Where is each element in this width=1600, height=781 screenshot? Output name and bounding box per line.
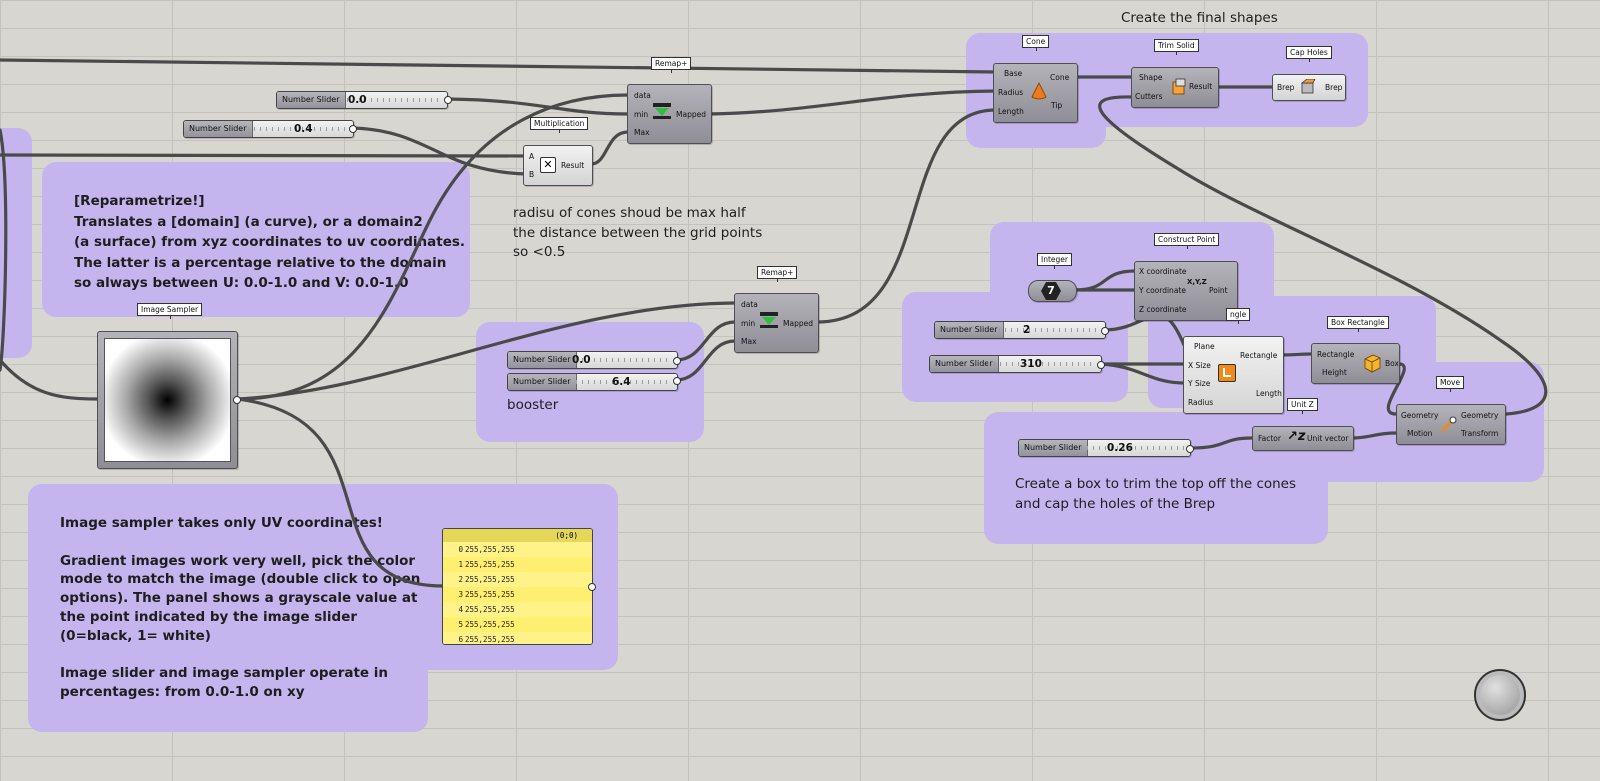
slider-value: 310	[1020, 358, 1042, 370]
radius-note: radisu of cones shoud be max half the di…	[513, 205, 763, 260]
box-rectangle-tag: Box Rectangle	[1327, 316, 1389, 332]
sampler-group-tail	[28, 640, 428, 732]
panel-row-index: 3	[458, 590, 463, 599]
reparametrize-note: [Reparametrize!] Translates a [domain] (…	[74, 193, 466, 291]
image-sampler-component[interactable]	[97, 331, 238, 469]
slider-value: 0.4	[294, 123, 313, 135]
slider-value: 0.26	[1107, 442, 1133, 454]
panel-row-index: 0	[458, 545, 463, 554]
panel-row-value: 255,255,255	[465, 575, 515, 584]
trim-solid-icon	[1172, 78, 1186, 95]
number-slider-factor[interactable]: Number Slider 0.26	[1018, 439, 1191, 457]
box-icon	[1364, 354, 1381, 373]
rectangle-component[interactable]: Plane X Size Y Size Radius Rectangle Len…	[1183, 336, 1284, 414]
panel-row-index: 5	[458, 620, 463, 629]
panel-row-index: 4	[458, 605, 463, 614]
remap2-tag: Remap+	[757, 266, 798, 282]
multiplication-tag: Multiplication	[530, 117, 589, 133]
final-shapes-title: Create the final shapes	[1121, 10, 1278, 26]
number-slider-count[interactable]: Number Slider 2	[934, 321, 1106, 339]
slider-label: Number Slider	[508, 352, 577, 368]
panel-header: (0;0)	[443, 529, 592, 542]
panel-row-value: 255,255,255	[465, 635, 515, 644]
slider-value: 2	[1023, 324, 1031, 336]
remap1-tag: Remap+	[651, 57, 692, 73]
cone-icon	[1031, 82, 1047, 100]
box-note: Create a box to trim the top off the con…	[1015, 476, 1297, 512]
move-tag: Move	[1436, 376, 1465, 392]
slider-label: Number Slider	[277, 92, 346, 108]
slider-value: 0.0	[348, 94, 367, 106]
cap-holes-component[interactable]: Brep Brep	[1272, 74, 1346, 101]
slider-label: Number Slider	[184, 121, 253, 137]
slider-label: Number Slider	[508, 374, 577, 390]
unit-z-component[interactable]: Factor Unit vector ↗z	[1252, 426, 1354, 451]
remap-component-1[interactable]: data min Max Mapped	[627, 84, 712, 144]
cap-holes-icon	[1300, 79, 1316, 94]
number-slider-booster-max[interactable]: Number Slider 6.4	[507, 373, 678, 391]
panel-row-index: 6	[458, 635, 463, 644]
integer-tag: Integer	[1037, 253, 1072, 269]
trim-solid-component[interactable]: Shape Cutters Result	[1131, 67, 1219, 108]
trim-solid-tag: Trim Solid	[1154, 39, 1199, 55]
image-sampler-tag: Image Sampler	[137, 303, 203, 319]
panel-row-value: 255,255,255	[465, 590, 515, 599]
panel-row-value: 255,255,255	[465, 605, 515, 614]
move-icon	[1440, 416, 1457, 433]
multiply-icon: ✕	[540, 157, 556, 173]
rectangle-icon	[1218, 364, 1236, 382]
booster-note: booster	[507, 397, 559, 413]
number-slider-size[interactable]: Number Slider 310	[929, 355, 1102, 373]
panel-row-value: 255,255,255	[465, 560, 515, 569]
panel-row-index: 1	[458, 560, 463, 569]
remap-icon	[760, 312, 778, 328]
integer-component[interactable]: 7	[1028, 280, 1077, 302]
slider-label: Number Slider	[1019, 440, 1088, 456]
number-slider-booster-min[interactable]: Number Slider 0.0	[507, 351, 678, 369]
panel-row-value: 255,255,255	[465, 620, 515, 629]
panel-row-index: 2	[458, 575, 463, 584]
navigation-compass-icon[interactable]	[1474, 669, 1526, 721]
rectangle-tag: ngle	[1226, 308, 1251, 324]
move-component[interactable]: Geometry Motion Geometry Transform	[1396, 404, 1506, 445]
number-slider-2[interactable]: Number Slider 0.4	[183, 120, 354, 138]
edge-group[interactable]	[0, 128, 32, 358]
box-rectangle-component[interactable]: Rectangle Height Box	[1311, 343, 1400, 384]
slider-label: Number Slider	[935, 322, 1004, 338]
image-sampler-note: Image sampler takes only UV coordinates!…	[60, 515, 421, 701]
cone-component[interactable]: Base Radius Length Cone Tip	[993, 63, 1078, 123]
slider-value: 0.0	[572, 354, 591, 366]
construct-point-component[interactable]: X coordinate Y coordinate Z coordinate P…	[1134, 261, 1238, 321]
unit-z-tag: Unit Z	[1287, 398, 1318, 414]
construct-point-tag: Construct Point	[1154, 233, 1220, 249]
panel-row-value: 255,255,255	[465, 545, 515, 554]
remap-component-2[interactable]: data min Max Mapped	[734, 293, 819, 353]
number-slider-1[interactable]: Number Slider 0.0	[276, 91, 448, 109]
cone-tag: Cone	[1022, 35, 1050, 51]
construct-point-icon: X,Y,Z	[1187, 278, 1207, 286]
slider-value: 6.4	[612, 376, 631, 388]
point-group[interactable]	[902, 292, 1128, 402]
remap-icon	[653, 103, 671, 119]
gradient-image	[104, 338, 231, 462]
unit-z-icon: ↗z	[1287, 429, 1306, 444]
cap-holes-tag: Cap Holes	[1286, 46, 1332, 62]
integer-hex-icon: 7	[1041, 282, 1061, 300]
multiplication-component[interactable]: A B Result ✕	[523, 145, 593, 186]
